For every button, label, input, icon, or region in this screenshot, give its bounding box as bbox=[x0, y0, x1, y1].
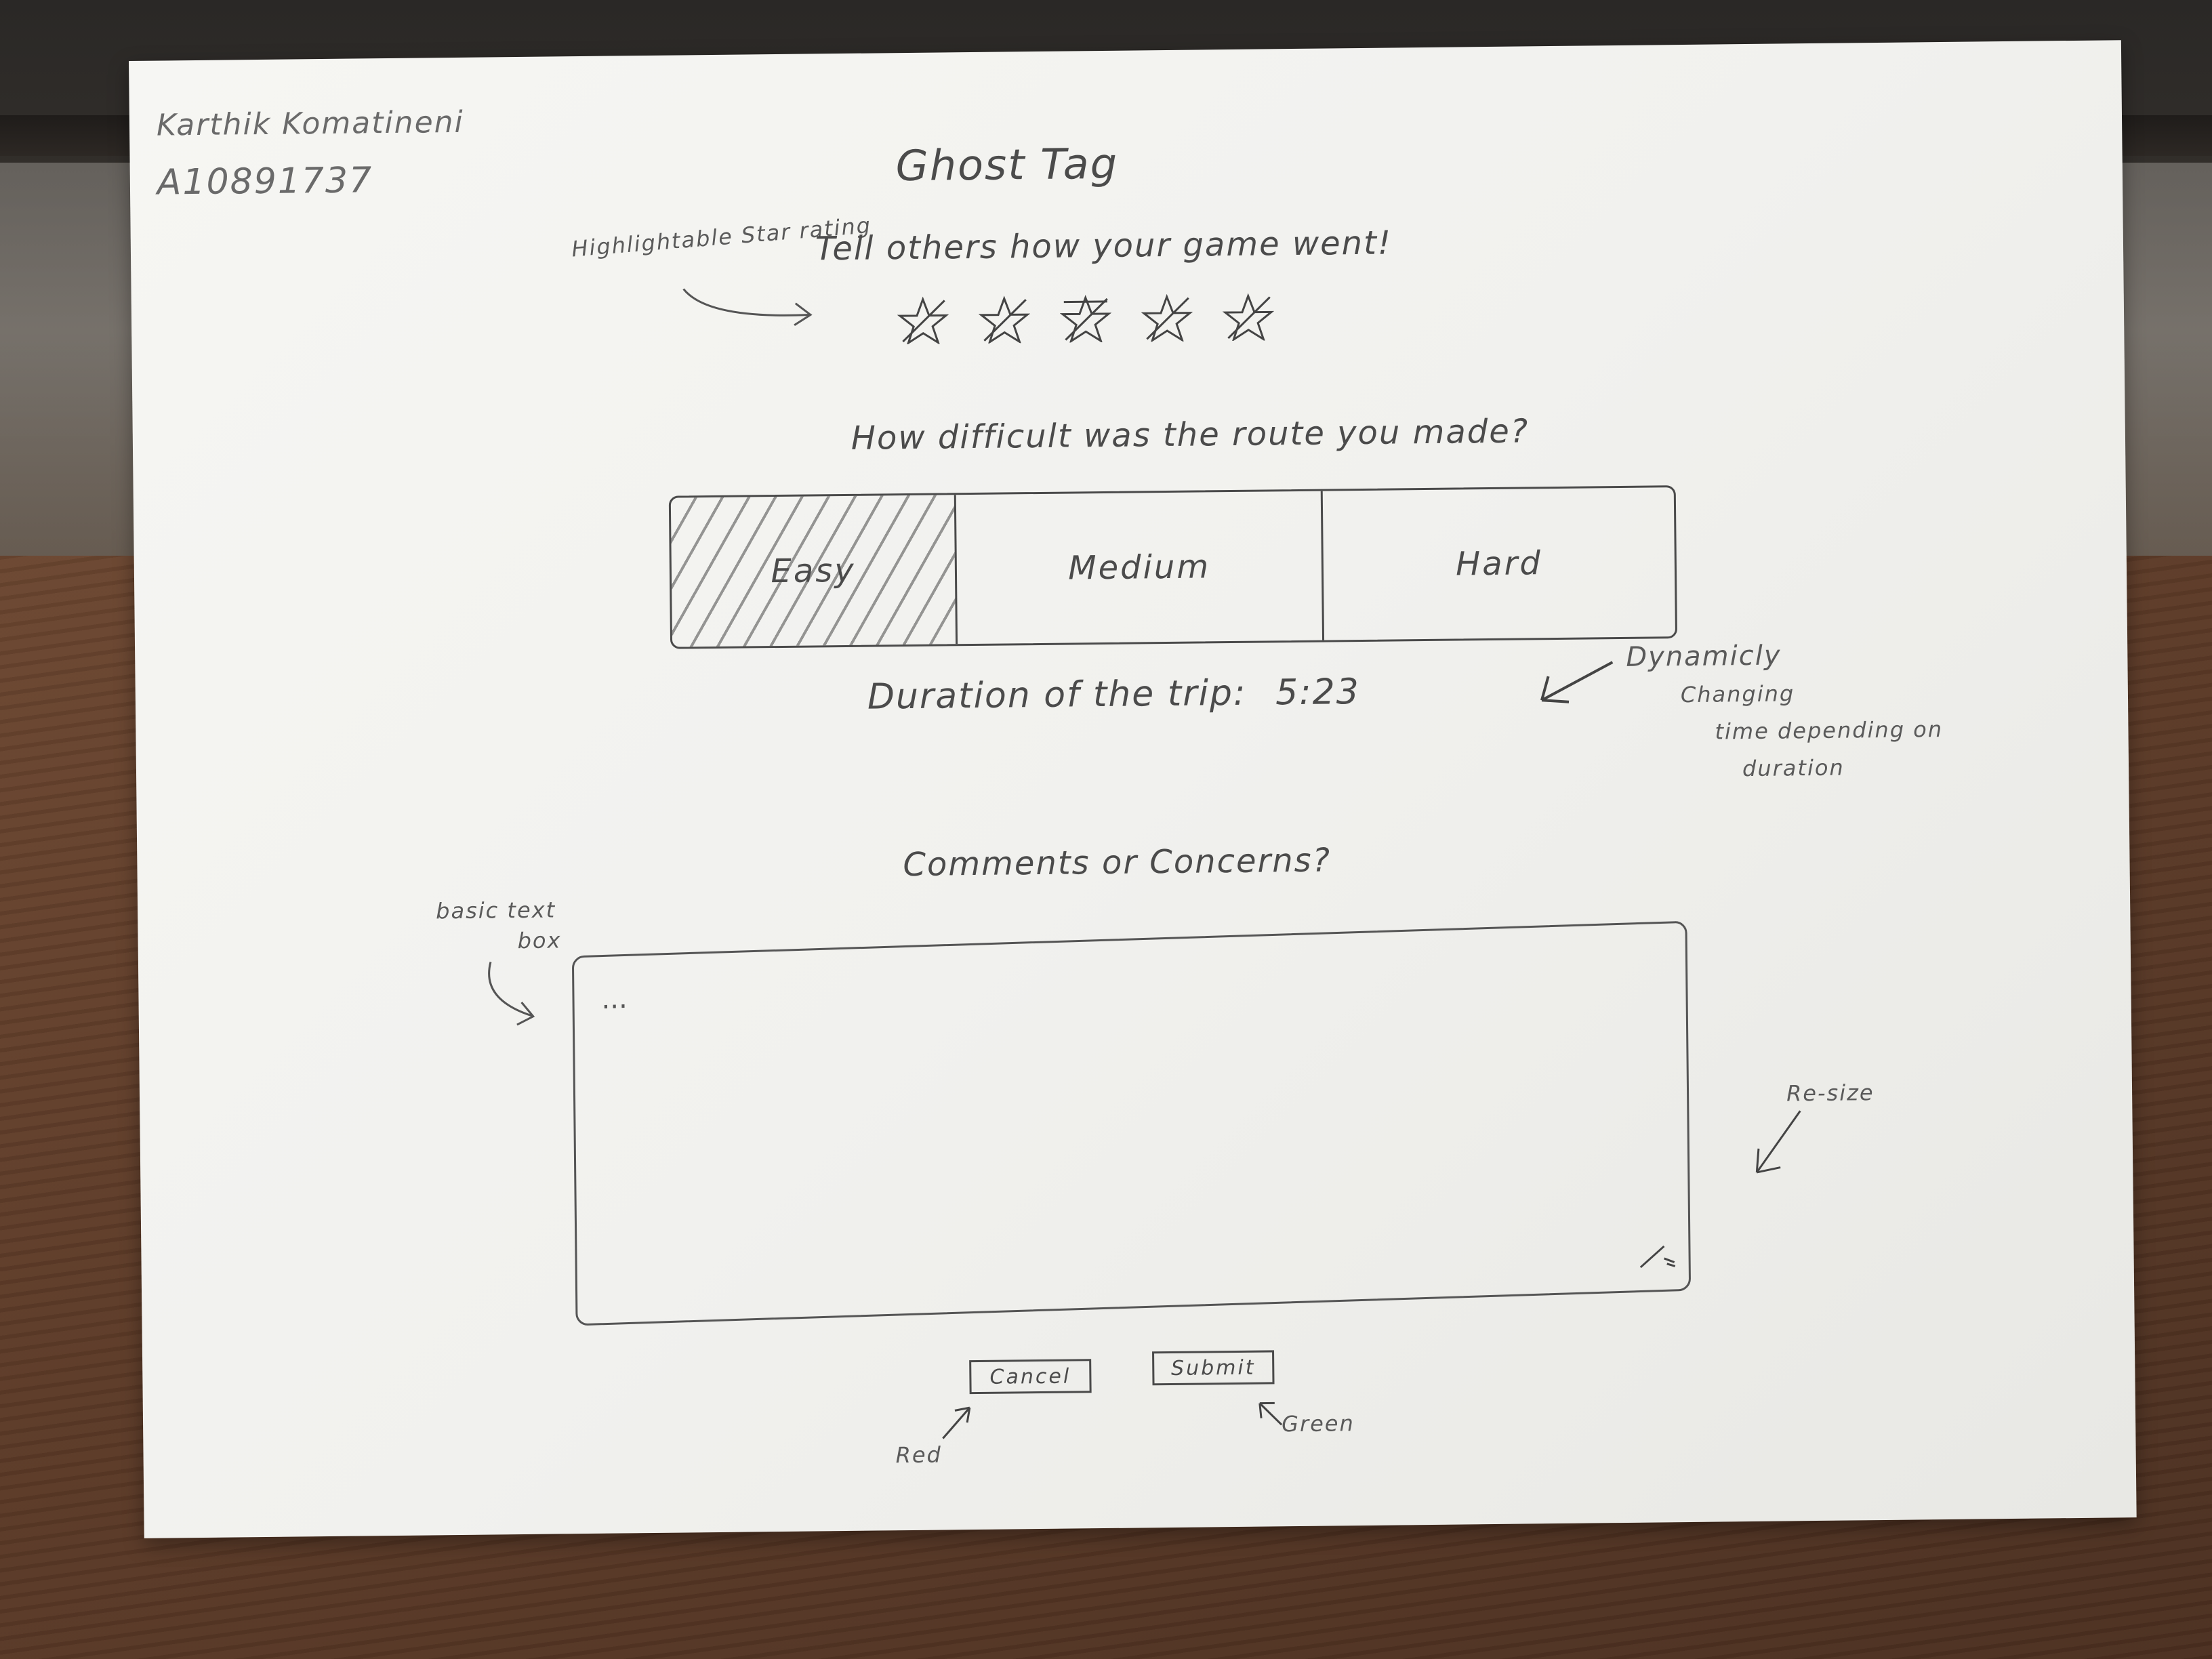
author-id: A10891737 bbox=[157, 160, 373, 203]
arrow-to-submit-icon bbox=[1254, 1397, 1289, 1432]
duration-note-2: Changing bbox=[1680, 680, 1795, 708]
star-icon[interactable] bbox=[978, 295, 1031, 344]
arrow-to-cancel-icon bbox=[936, 1401, 977, 1442]
duration-label: Duration of the trip: 5:23 bbox=[867, 672, 1361, 718]
arrow-to-textbox-icon bbox=[477, 958, 552, 1033]
cancel-color-note: Red bbox=[895, 1441, 943, 1469]
difficulty-selector[interactable]: Easy Medium Hard bbox=[668, 485, 1678, 649]
difficulty-prompt: How difficult was the route you made? bbox=[851, 412, 1530, 457]
difficulty-option-hard[interactable]: Hard bbox=[1455, 544, 1543, 583]
duration-note-3: time depending on bbox=[1715, 716, 1944, 745]
resize-handle-icon[interactable] bbox=[1637, 1242, 1677, 1270]
star-rating[interactable] bbox=[897, 293, 1275, 345]
difficulty-option-easy[interactable]: Easy bbox=[670, 495, 958, 647]
author-name: Karthik Komatineni bbox=[156, 104, 464, 143]
cancel-button[interactable]: Cancel bbox=[969, 1359, 1092, 1395]
duration-label-text: Duration of the trip: bbox=[867, 672, 1247, 718]
comments-prompt: Comments or Concerns? bbox=[903, 841, 1332, 884]
duration-note-1: Dynamicly bbox=[1626, 640, 1782, 673]
arrow-to-stars-icon bbox=[680, 277, 823, 333]
duration-note-4: duration bbox=[1742, 754, 1845, 782]
duration-value: 5:23 bbox=[1275, 672, 1361, 714]
arrow-to-duration-icon bbox=[1531, 655, 1620, 710]
comments-textbox[interactable]: ... bbox=[571, 920, 1692, 1326]
star-icon[interactable] bbox=[1222, 293, 1275, 342]
textbox-note-1: basic text bbox=[435, 897, 556, 924]
rating-prompt: Tell others how your game went! bbox=[815, 224, 1393, 268]
star-icon[interactable] bbox=[1059, 294, 1112, 343]
submit-button[interactable]: Submit bbox=[1152, 1350, 1275, 1386]
sketch-paper: Karthik Komatineni A10891737 Ghost Tag H… bbox=[129, 40, 2137, 1538]
textbox-placeholder: ... bbox=[601, 983, 628, 1016]
submit-color-note: Green bbox=[1281, 1410, 1355, 1437]
resize-note: Re-size bbox=[1786, 1080, 1875, 1107]
star-icon[interactable] bbox=[1141, 293, 1193, 342]
arrow-to-resize-icon bbox=[1746, 1107, 1807, 1183]
difficulty-option-medium[interactable]: Medium bbox=[956, 491, 1325, 644]
star-icon[interactable] bbox=[897, 296, 949, 345]
page-title: Ghost Tag bbox=[895, 138, 1119, 191]
textbox-note-2: box bbox=[517, 927, 562, 954]
